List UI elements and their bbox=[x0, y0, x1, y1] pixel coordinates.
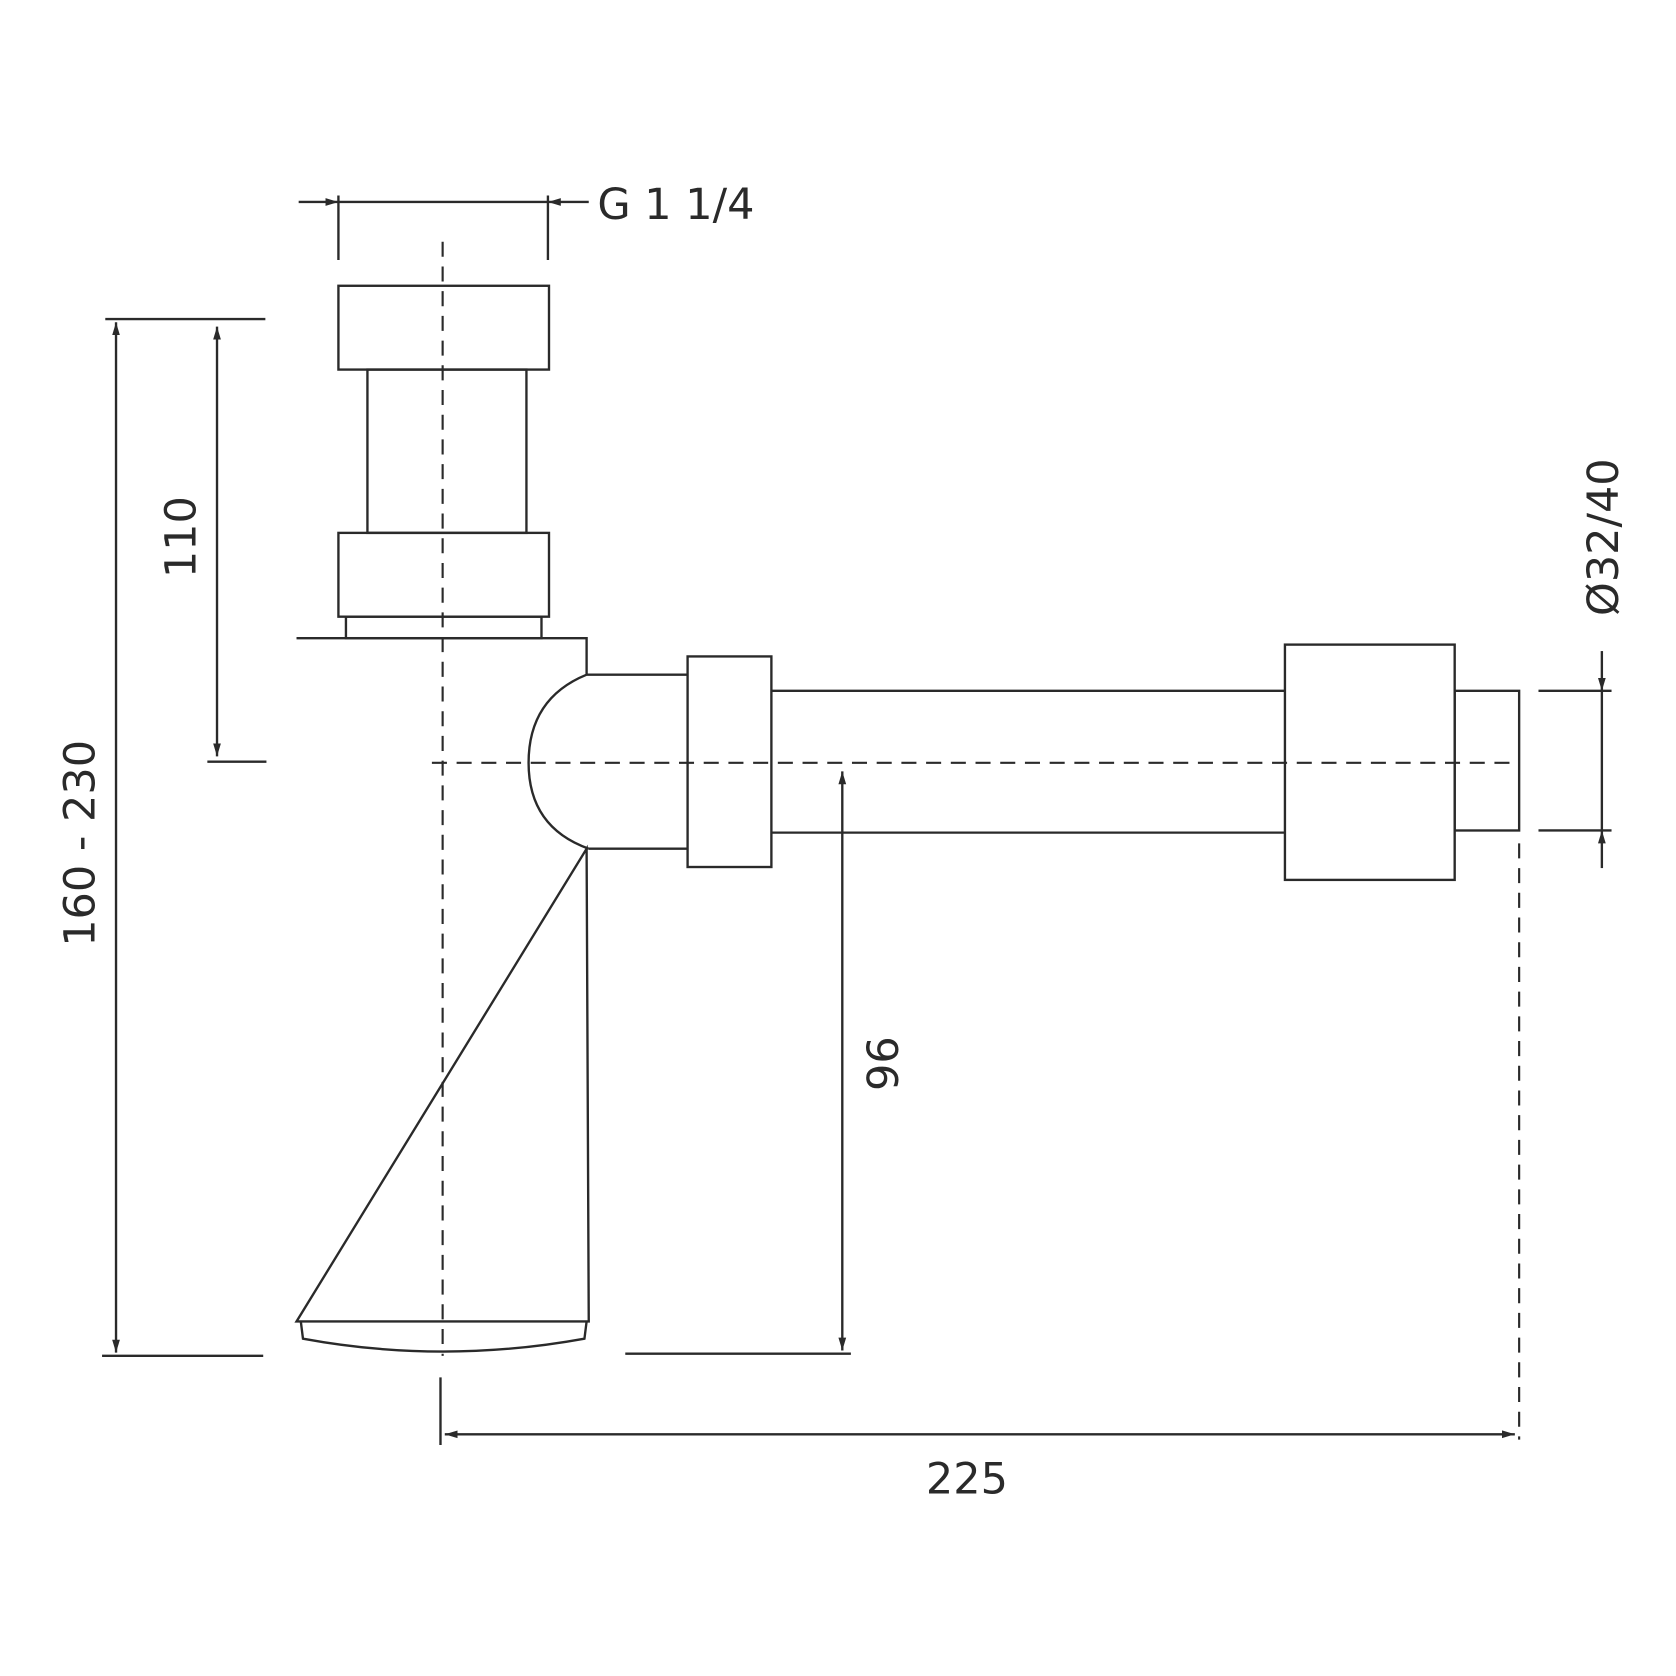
elbow bbox=[527, 673, 590, 850]
inlet-height-dimension: 110 bbox=[157, 326, 267, 763]
siphon-body bbox=[294, 284, 1521, 1353]
inlet-height-label: 110 bbox=[157, 496, 207, 578]
total-height-dimension: 160 - 230 bbox=[56, 317, 266, 1358]
thread-label: G 1 1/4 bbox=[597, 180, 754, 230]
outlet-diameter-dimension: Ø32/40 bbox=[1538, 458, 1629, 869]
total-height-label: 160 - 230 bbox=[56, 740, 106, 947]
outlet-pipe bbox=[771, 689, 1285, 834]
outlet-diameter-label: Ø32/40 bbox=[1579, 458, 1629, 616]
outlet-height-label: 96 bbox=[859, 1036, 909, 1091]
inlet-tube bbox=[366, 368, 528, 535]
outlet-height-dimension: 96 bbox=[625, 771, 909, 1355]
outlet-length-label: 225 bbox=[926, 1454, 1008, 1504]
end-tube bbox=[1453, 689, 1521, 832]
elbow-tube bbox=[586, 673, 688, 850]
thread-dimension: G 1 1/4 bbox=[298, 180, 754, 260]
bottom-cap bbox=[299, 1321, 588, 1353]
outlet-length-dimension: 225 bbox=[439, 1377, 1515, 1504]
